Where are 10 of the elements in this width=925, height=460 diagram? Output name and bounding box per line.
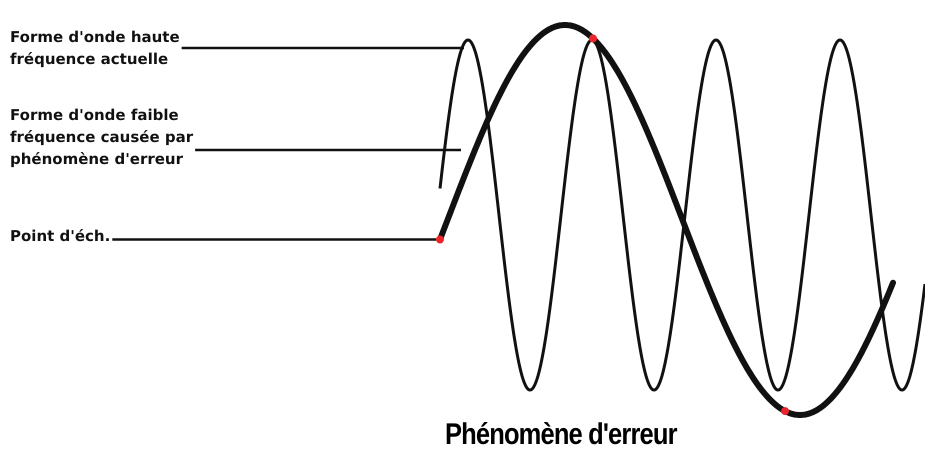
caption: Phénomène d'erreur [445,418,677,452]
low-frequency-waveform [437,22,896,418]
leader-line [182,46,464,50]
sample-point-dot [436,236,444,244]
callout-label: Forme d'onde haute fréquence actuelle [10,26,255,70]
leader-line [195,148,461,152]
high-frequency-waveform [438,38,925,392]
callout-label: Forme d'onde faible fréquence causée par phénomène d'erreur [10,104,255,170]
leader-line [112,238,436,241]
callout-label: Point d'éch. [10,225,110,247]
